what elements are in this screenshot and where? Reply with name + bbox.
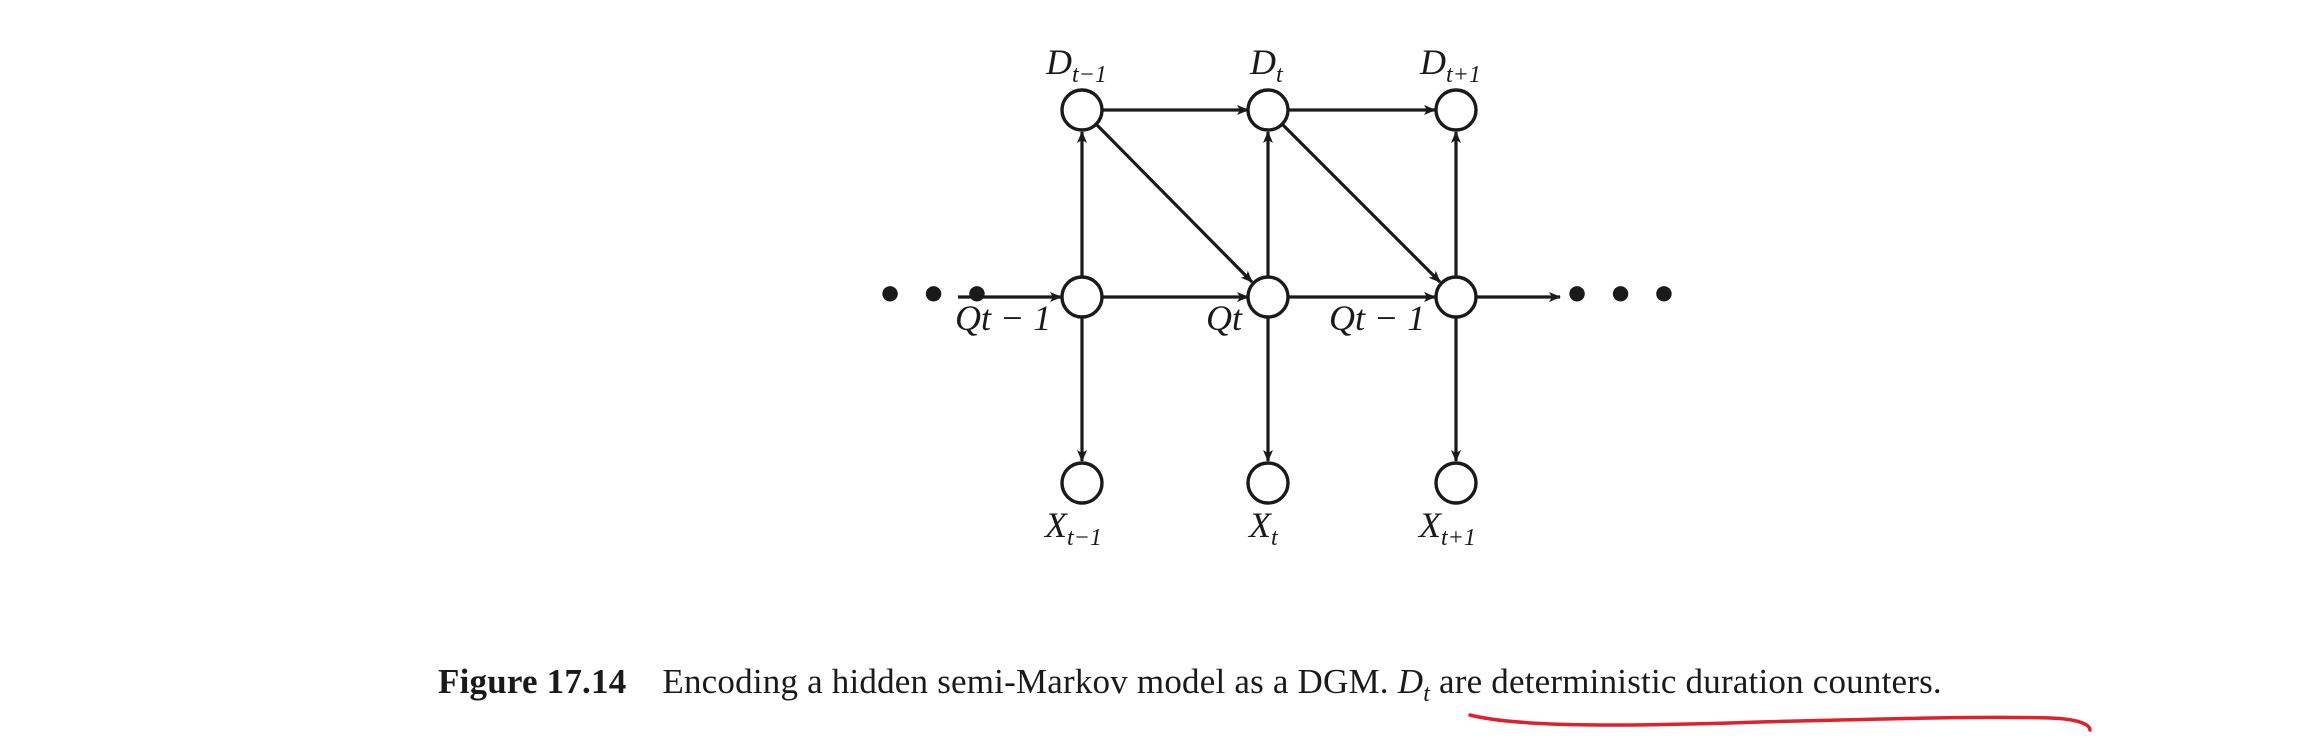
node-d-cur: [1246, 88, 1290, 132]
node-d-next: [1434, 88, 1478, 132]
label-x-cur: Xt: [1247, 505, 1279, 551]
label-d-next: Dt+1: [1419, 42, 1481, 88]
node-x-cur: [1246, 461, 1290, 505]
node-q-prev: [1060, 275, 1104, 319]
caption-math: Dt: [1397, 662, 1430, 707]
caption-text-before: Encoding a hidden semi-Markov model as a…: [662, 662, 1398, 701]
label-x-next: Xt+1: [1417, 505, 1476, 551]
node-d-prev: [1060, 88, 1104, 132]
label-x-prev: Xt−1: [1043, 505, 1102, 551]
node-q-cur: [1246, 275, 1290, 319]
edge-d-prev-to-q-cur: [1095, 123, 1254, 284]
label-d-prev: Dt−1: [1045, 42, 1107, 88]
ellipsis-left: • • •: [876, 270, 991, 321]
ellipsis-right: • • •: [1563, 270, 1678, 321]
node-x-prev: [1060, 461, 1104, 505]
caption-math-sub: t: [1423, 681, 1431, 707]
label-d-cur: Dt: [1249, 42, 1284, 88]
label-q-next: Qt − 1: [1329, 298, 1425, 338]
figure-caption: Figure 17.14 Encoding a hidden semi-Marko…: [438, 662, 1942, 708]
node-q-next: [1434, 275, 1478, 319]
label-q-cur: Qt: [1206, 298, 1243, 338]
caption-math-base: D: [1397, 662, 1424, 701]
caption-text-after: are deterministic duration counters.: [1430, 662, 1942, 701]
node-x-next: [1434, 461, 1478, 505]
edge-d-cur-to-q-next: [1281, 123, 1442, 284]
label-q-prev: Qt − 1: [955, 298, 1051, 338]
caption-label: Figure 17.14: [438, 662, 627, 701]
red-underline-stroke: [1468, 713, 2092, 732]
